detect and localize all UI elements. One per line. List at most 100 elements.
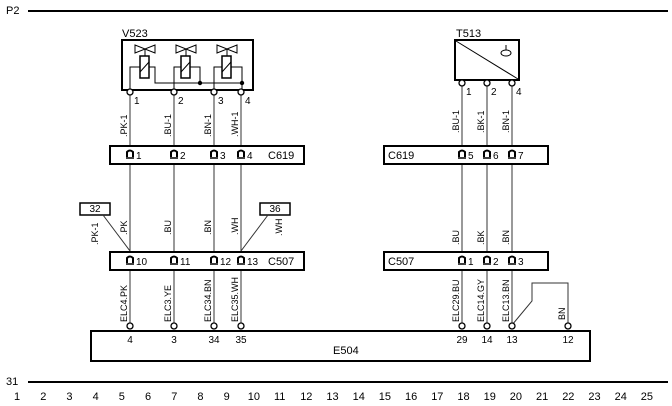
pin-terminal [126, 88, 134, 96]
e504-pin-number: 13 [506, 335, 518, 346]
c619-left-label: C619 [268, 150, 294, 162]
c507-wire-label: .BK [476, 230, 486, 245]
c507-left-label: C507 [268, 256, 294, 268]
t513-symbol-icon [500, 45, 512, 57]
e504-wire-label: ELC34.BN [203, 279, 213, 322]
e504-pin-number: 35 [235, 335, 247, 346]
t513-diagonal [455, 40, 519, 80]
pin-terminal [170, 322, 178, 330]
t513-wire-label: .BU-1 [451, 110, 461, 133]
connector-pin-icon [210, 255, 218, 263]
grid-number: 14 [353, 391, 365, 403]
e504-wire-label: ELC14.GY [476, 279, 486, 322]
pin-terminal [126, 322, 134, 330]
v523-wire-label: .BN-1 [203, 114, 213, 137]
c507-wire-label: .PK [119, 220, 129, 235]
e504-wire-label: ELC13.BN [501, 279, 511, 322]
grid-number: 23 [588, 391, 600, 403]
connector-pin-icon [483, 255, 491, 263]
e504-pin-number: 4 [127, 335, 133, 346]
wires [129, 82, 513, 325]
grid-number: 16 [405, 391, 417, 403]
e504-pin-number: 3 [171, 335, 177, 346]
junction-dot [239, 80, 245, 86]
v523-label: V523 [122, 28, 148, 40]
grid-number: 4 [93, 391, 99, 403]
grid-number: 24 [615, 391, 627, 403]
t513-wire-label: .BN-1 [501, 110, 511, 133]
t513-pin-number: 4 [516, 87, 522, 98]
grid-number: 6 [145, 391, 151, 403]
c619-pin-number: 1 [136, 151, 142, 162]
c507-wire-label: .BN [501, 230, 511, 245]
grid-number: 22 [562, 391, 574, 403]
c507-pin-number: 1 [468, 257, 474, 268]
c507-wire-label: .BU [451, 230, 461, 245]
pins: 1.PK-12.BU-13.BN-14.WH-11.BU-12.BK-14.BN… [119, 79, 574, 346]
c507-wire-label: .WH [230, 218, 240, 236]
pin-terminal [483, 322, 491, 330]
t513-wire-label: .BK-1 [476, 110, 486, 133]
c507-wire-label: .BN [203, 220, 213, 235]
c619-pin-number: 2 [180, 151, 186, 162]
grid-number: 13 [326, 391, 338, 403]
e504-label: E504 [333, 345, 359, 357]
connector-pin-icon [458, 255, 466, 263]
splice-32-wire-label: .PK-1 [90, 222, 100, 245]
grid-number: 8 [197, 391, 203, 403]
pin-terminal [237, 88, 245, 96]
connector-pin-icon [126, 149, 134, 157]
grid-number: 17 [431, 391, 443, 403]
grid-number: 7 [171, 391, 177, 403]
e504-wire-label: BN [557, 307, 567, 320]
splice-32-wire [102, 214, 131, 252]
grid-number: 1 [14, 391, 20, 403]
grid-number: 10 [248, 391, 260, 403]
c619-pin-number: 3 [220, 151, 226, 162]
pin-terminal [564, 322, 572, 330]
c507-pin-number: 13 [247, 257, 259, 268]
t513-pin-number: 2 [491, 87, 497, 98]
connector-pin-icon [126, 255, 134, 263]
c619-right-label: C619 [388, 150, 414, 162]
connector-pin-icon [508, 255, 516, 263]
t513-pin-number: 1 [466, 87, 472, 98]
v523-valves [129, 44, 243, 92]
grid-number: 15 [379, 391, 391, 403]
splice-36-box [259, 202, 291, 216]
grid-number: 18 [457, 391, 469, 403]
c619-pin-number: 6 [493, 151, 499, 162]
e504-wire-label: ELC3.YE [163, 285, 173, 322]
c507-right-label: C507 [388, 256, 414, 268]
pin-terminal [210, 88, 218, 96]
e504-pin-number: 14 [481, 335, 493, 346]
grid-number: 19 [484, 391, 496, 403]
rail-31-label: 31 [6, 376, 18, 388]
e504-pin-number: 12 [562, 335, 574, 346]
c507-wire-label: .BU [163, 220, 173, 235]
grid-number: 3 [66, 391, 72, 403]
e504-wire-label: ELC35.WH [230, 277, 240, 322]
junction-dot [197, 80, 203, 86]
pin-terminal [170, 88, 178, 96]
grid-number: 25 [641, 391, 653, 403]
c619-left-box [109, 145, 305, 165]
c507-left-box [109, 251, 305, 271]
rail-p2-label: P2 [6, 5, 19, 17]
splice-36-wire [240, 214, 269, 252]
splice-32-label: 32 [89, 204, 101, 215]
connector-pin-icon [508, 149, 516, 157]
c507-pin-number: 3 [518, 257, 524, 268]
v523-pin-number: 3 [218, 96, 224, 107]
c507-pin-number: 2 [493, 257, 499, 268]
pin-terminal [508, 79, 516, 87]
pin-terminal [458, 322, 466, 330]
connector-pin-icon [170, 255, 178, 263]
v523-pin-number: 1 [134, 96, 140, 107]
c619-pin-number: 7 [518, 151, 524, 162]
grid-number: 20 [510, 391, 522, 403]
connector-pin-icon [237, 255, 245, 263]
connector-pin-icon [483, 149, 491, 157]
